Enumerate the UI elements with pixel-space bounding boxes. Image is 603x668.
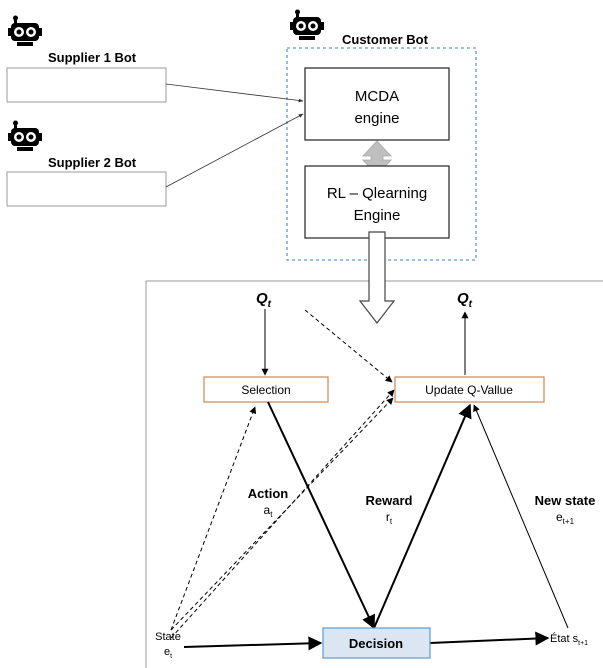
supplier1-bot: Supplier 1 Bot <box>6 15 167 103</box>
q-right: Qt <box>457 290 473 310</box>
new-state-label: New state <box>535 493 596 508</box>
down-arrow <box>358 231 396 324</box>
rl-line2: Engine <box>354 207 401 224</box>
rl-engine: RL – Qlearning Engine <box>304 165 450 239</box>
state-to-decision-arrow <box>183 636 323 651</box>
action-arrow <box>267 401 375 630</box>
supplier2-box <box>6 171 167 207</box>
dashed-state-to-update-1 <box>170 397 394 631</box>
decision-to-etat-arrow <box>429 631 550 646</box>
dashed-state-to-selection <box>170 406 257 631</box>
state-label: State <box>155 631 181 643</box>
update-label: Update Q-Vallue <box>425 383 513 397</box>
dashed-q-to-update <box>304 309 393 383</box>
rl-line1: RL – Qlearning <box>327 185 427 202</box>
robot-icon <box>8 15 42 46</box>
q-left: Qt <box>256 290 272 310</box>
update-node: Update Q-Vallue <box>394 376 545 403</box>
update-box <box>394 376 545 403</box>
state-var: et <box>164 646 172 660</box>
supplier1-box <box>6 67 167 103</box>
customer-bot: Customer Bot <box>286 9 477 261</box>
action-label: Action <box>248 486 289 501</box>
decision-label: Decision <box>349 636 403 651</box>
mcda-line1: MCDA <box>355 88 399 105</box>
customer-label: Customer Bot <box>342 32 429 47</box>
rl-engine-box <box>304 165 450 239</box>
supplier2-arrow <box>165 113 304 188</box>
new-state-arrow <box>473 404 569 629</box>
supplier2-label: Supplier 2 Bot <box>48 155 137 170</box>
supplier1-label: Supplier 1 Bot <box>48 50 137 65</box>
supplier1-arrow <box>165 83 304 103</box>
selection-box <box>203 376 329 403</box>
mcda-engine: MCDA engine <box>304 67 450 141</box>
new-state-var: et+1 <box>556 510 575 526</box>
reward-arrow <box>373 403 472 629</box>
mcda-line2: engine <box>354 110 399 127</box>
customer-bot-container <box>286 47 477 261</box>
mcda-engine-box <box>304 67 450 141</box>
robot-icon <box>290 9 324 40</box>
etat-label: État st+1 <box>550 632 588 647</box>
selection-node: Selection <box>203 376 329 403</box>
action-var: at <box>264 503 274 519</box>
robot-icon <box>8 120 42 151</box>
supplier2-bot: Supplier 2 Bot <box>6 120 167 207</box>
selection-label: Selection <box>241 383 290 397</box>
decision-node: Decision <box>322 627 431 659</box>
reward-label: Reward <box>366 493 413 508</box>
decision-box <box>322 627 431 659</box>
qlearning-panel <box>145 280 603 668</box>
reward-var: rt <box>386 510 393 526</box>
